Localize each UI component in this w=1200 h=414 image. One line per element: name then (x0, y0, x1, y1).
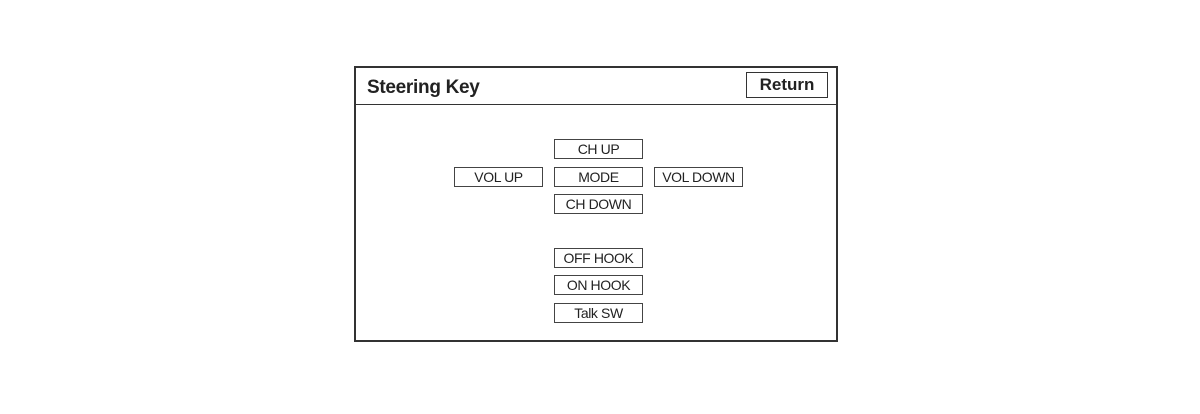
steering-key-panel: Steering Key Return CH UP VOL UP MODE VO… (354, 66, 838, 342)
off-hook-button[interactable]: OFF HOOK (554, 248, 643, 268)
ch-up-button[interactable]: CH UP (554, 139, 643, 159)
return-button[interactable]: Return (746, 72, 828, 98)
vol-down-button[interactable]: VOL DOWN (654, 167, 743, 187)
mode-button[interactable]: MODE (554, 167, 643, 187)
vol-up-button[interactable]: VOL UP (454, 167, 543, 187)
on-hook-button[interactable]: ON HOOK (554, 275, 643, 295)
talk-sw-button[interactable]: Talk SW (554, 303, 643, 323)
ch-down-button[interactable]: CH DOWN (554, 194, 643, 214)
page-title: Steering Key (367, 77, 480, 98)
panel-header: Steering Key Return (356, 68, 836, 105)
